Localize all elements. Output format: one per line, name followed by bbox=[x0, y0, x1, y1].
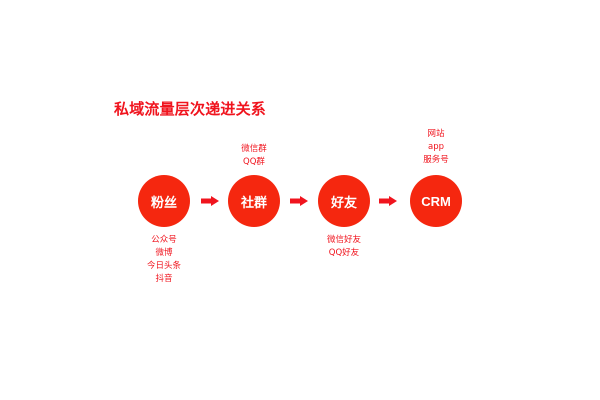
node-friends: 好友 bbox=[318, 175, 370, 227]
node-fans: 粉丝 bbox=[138, 175, 190, 227]
source-label: QQ群 bbox=[243, 157, 265, 167]
source-label: 微信好友 bbox=[326, 235, 361, 245]
source-label: 网站 bbox=[427, 129, 445, 139]
source-label: 服务号 bbox=[423, 155, 449, 165]
node-label: 社群 bbox=[240, 195, 267, 211]
node-friends-sources: 微信好友 QQ好友 bbox=[304, 234, 384, 260]
source-label: 微博 bbox=[155, 248, 173, 258]
arrow-right-icon bbox=[201, 196, 219, 206]
diagram-title: 私域流量层次递进关系 bbox=[114, 100, 267, 118]
node-crm: CRM bbox=[410, 175, 462, 227]
node-community: 社群 bbox=[228, 175, 280, 227]
node-crm-sources: 网站 app 服务号 bbox=[396, 128, 476, 167]
arrow-right-icon bbox=[379, 196, 397, 206]
source-label: 公众号 bbox=[151, 235, 177, 245]
node-community-sources: 微信群 QQ群 bbox=[214, 143, 294, 169]
source-label: 微信群 bbox=[241, 144, 267, 154]
node-fans-sources: 公众号 微博 今日头条 抖音 bbox=[124, 234, 204, 286]
source-label: app bbox=[428, 142, 444, 152]
node-label: CRM bbox=[421, 193, 451, 209]
source-label: QQ好友 bbox=[328, 248, 360, 258]
node-label: 粉丝 bbox=[150, 195, 177, 211]
arrow-right-icon bbox=[290, 196, 308, 206]
source-label: 抖音 bbox=[155, 274, 173, 284]
source-label: 今日头条 bbox=[146, 261, 181, 271]
node-label: 好友 bbox=[330, 195, 357, 211]
